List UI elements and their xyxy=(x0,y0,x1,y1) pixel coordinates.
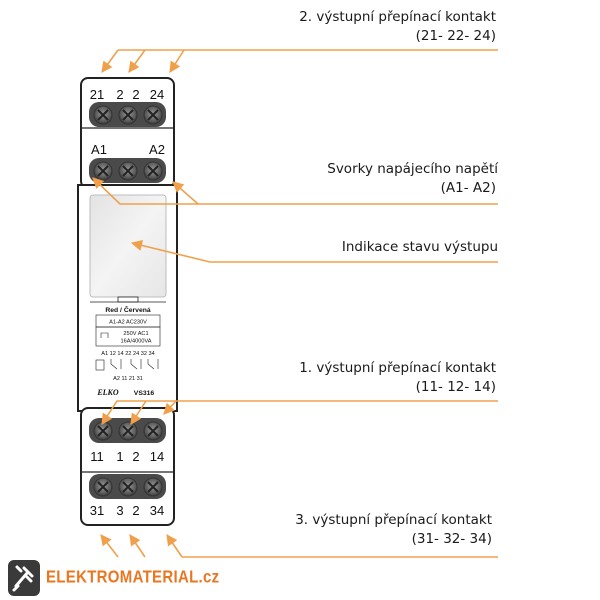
supply-terms: (A1- A2) xyxy=(440,180,496,196)
bottom-terminal-labels-2: 31 3 2 34 xyxy=(90,503,164,518)
screw-terminal xyxy=(143,421,163,441)
terminal-label: A2 xyxy=(149,142,165,157)
bottom-terminal-labels-1: 11 1 2 14 xyxy=(90,449,164,464)
terminal-label: 1 xyxy=(116,449,123,464)
leader-contact1-a xyxy=(101,400,176,425)
leader-arrow xyxy=(166,534,183,558)
contact2-terms: (21- 22- 24) xyxy=(415,28,496,44)
brand-name: ELEKTROMATERIAL.cz xyxy=(46,567,220,588)
terminal-label: 2 xyxy=(132,87,139,102)
terminal-label: 2 xyxy=(132,449,139,464)
brand-plug-icon xyxy=(8,560,40,596)
screw-terminal xyxy=(118,421,138,441)
screw-terminal xyxy=(118,105,138,125)
plate-supply-label: A1-A2 AC230V xyxy=(109,320,147,326)
plate-model: VS316 xyxy=(134,390,155,397)
leader-supply-a1 xyxy=(92,177,198,205)
terminal-label: 31 xyxy=(90,503,104,518)
leader-indicator xyxy=(130,239,498,263)
leader-arrow xyxy=(100,534,119,558)
terminal-label: 11 xyxy=(90,449,104,464)
plate-maker: ELKO xyxy=(96,388,119,397)
screw-terminal xyxy=(118,477,138,497)
supply-title: Svorky napájecího napětí xyxy=(327,161,498,177)
leader-contact1 xyxy=(163,400,498,415)
callout-leaders xyxy=(92,49,498,558)
screw-terminal xyxy=(93,105,113,125)
screw-terminal xyxy=(93,161,113,181)
screw-terminal xyxy=(93,477,113,497)
terminal-label: 3 xyxy=(116,503,123,518)
screw-terminal xyxy=(143,477,163,497)
plate-color-label: Red / Červená xyxy=(105,305,151,314)
contact1-title: 1. výstupní přepínací kontakt xyxy=(299,360,496,376)
indicator-title: Indikace stavu výstupu xyxy=(341,239,498,255)
terminal-label: 2 xyxy=(132,503,139,518)
screw-terminal xyxy=(143,161,163,181)
terminal-label: 2 xyxy=(116,87,123,102)
indicator-window xyxy=(89,194,167,298)
screw-terminal xyxy=(143,105,163,125)
terminal-label: 14 xyxy=(150,449,164,464)
leader-arrow xyxy=(129,534,146,558)
leader-arrow xyxy=(101,49,119,73)
top-terminal-labels: 21 2 2 24 xyxy=(90,87,164,102)
leader-arrow xyxy=(128,49,146,73)
plate-schematic-bottom: A2 11 21 31 xyxy=(113,376,143,382)
supply-terminal-labels: A1 A2 xyxy=(91,142,165,157)
indicator-tab xyxy=(117,296,139,303)
contact3-terms: (31- 32- 34) xyxy=(411,531,492,547)
leader-arrow xyxy=(169,49,185,73)
plate-rating-line1: 250V AC1 xyxy=(123,331,148,337)
contact3-title: 3. výstupní přepínací kontakt xyxy=(295,512,492,528)
rating-plate: Red / Červená A1-A2 AC230V 250V AC1 16A/… xyxy=(90,301,166,397)
terminal-label: 24 xyxy=(150,87,164,102)
plate-schematic-top: A1 12 14 22 24 32 34 xyxy=(101,351,155,357)
screw-terminal xyxy=(118,161,138,181)
terminal-label: A1 xyxy=(91,142,107,157)
leader-contact1-b xyxy=(130,400,147,425)
terminal-label: 21 xyxy=(90,87,104,102)
screw-terminal xyxy=(93,421,113,441)
plate-rating-line2: 16A/4000VA xyxy=(121,339,152,345)
contact2-title: 2. výstupní přepínací kontakt xyxy=(299,9,496,25)
relay-module: Red / Červená A1-A2 AC230V 250V AC1 16A/… xyxy=(77,77,178,526)
terminal-label: 34 xyxy=(150,503,164,518)
contact1-terms: (11- 12- 14) xyxy=(415,379,496,395)
